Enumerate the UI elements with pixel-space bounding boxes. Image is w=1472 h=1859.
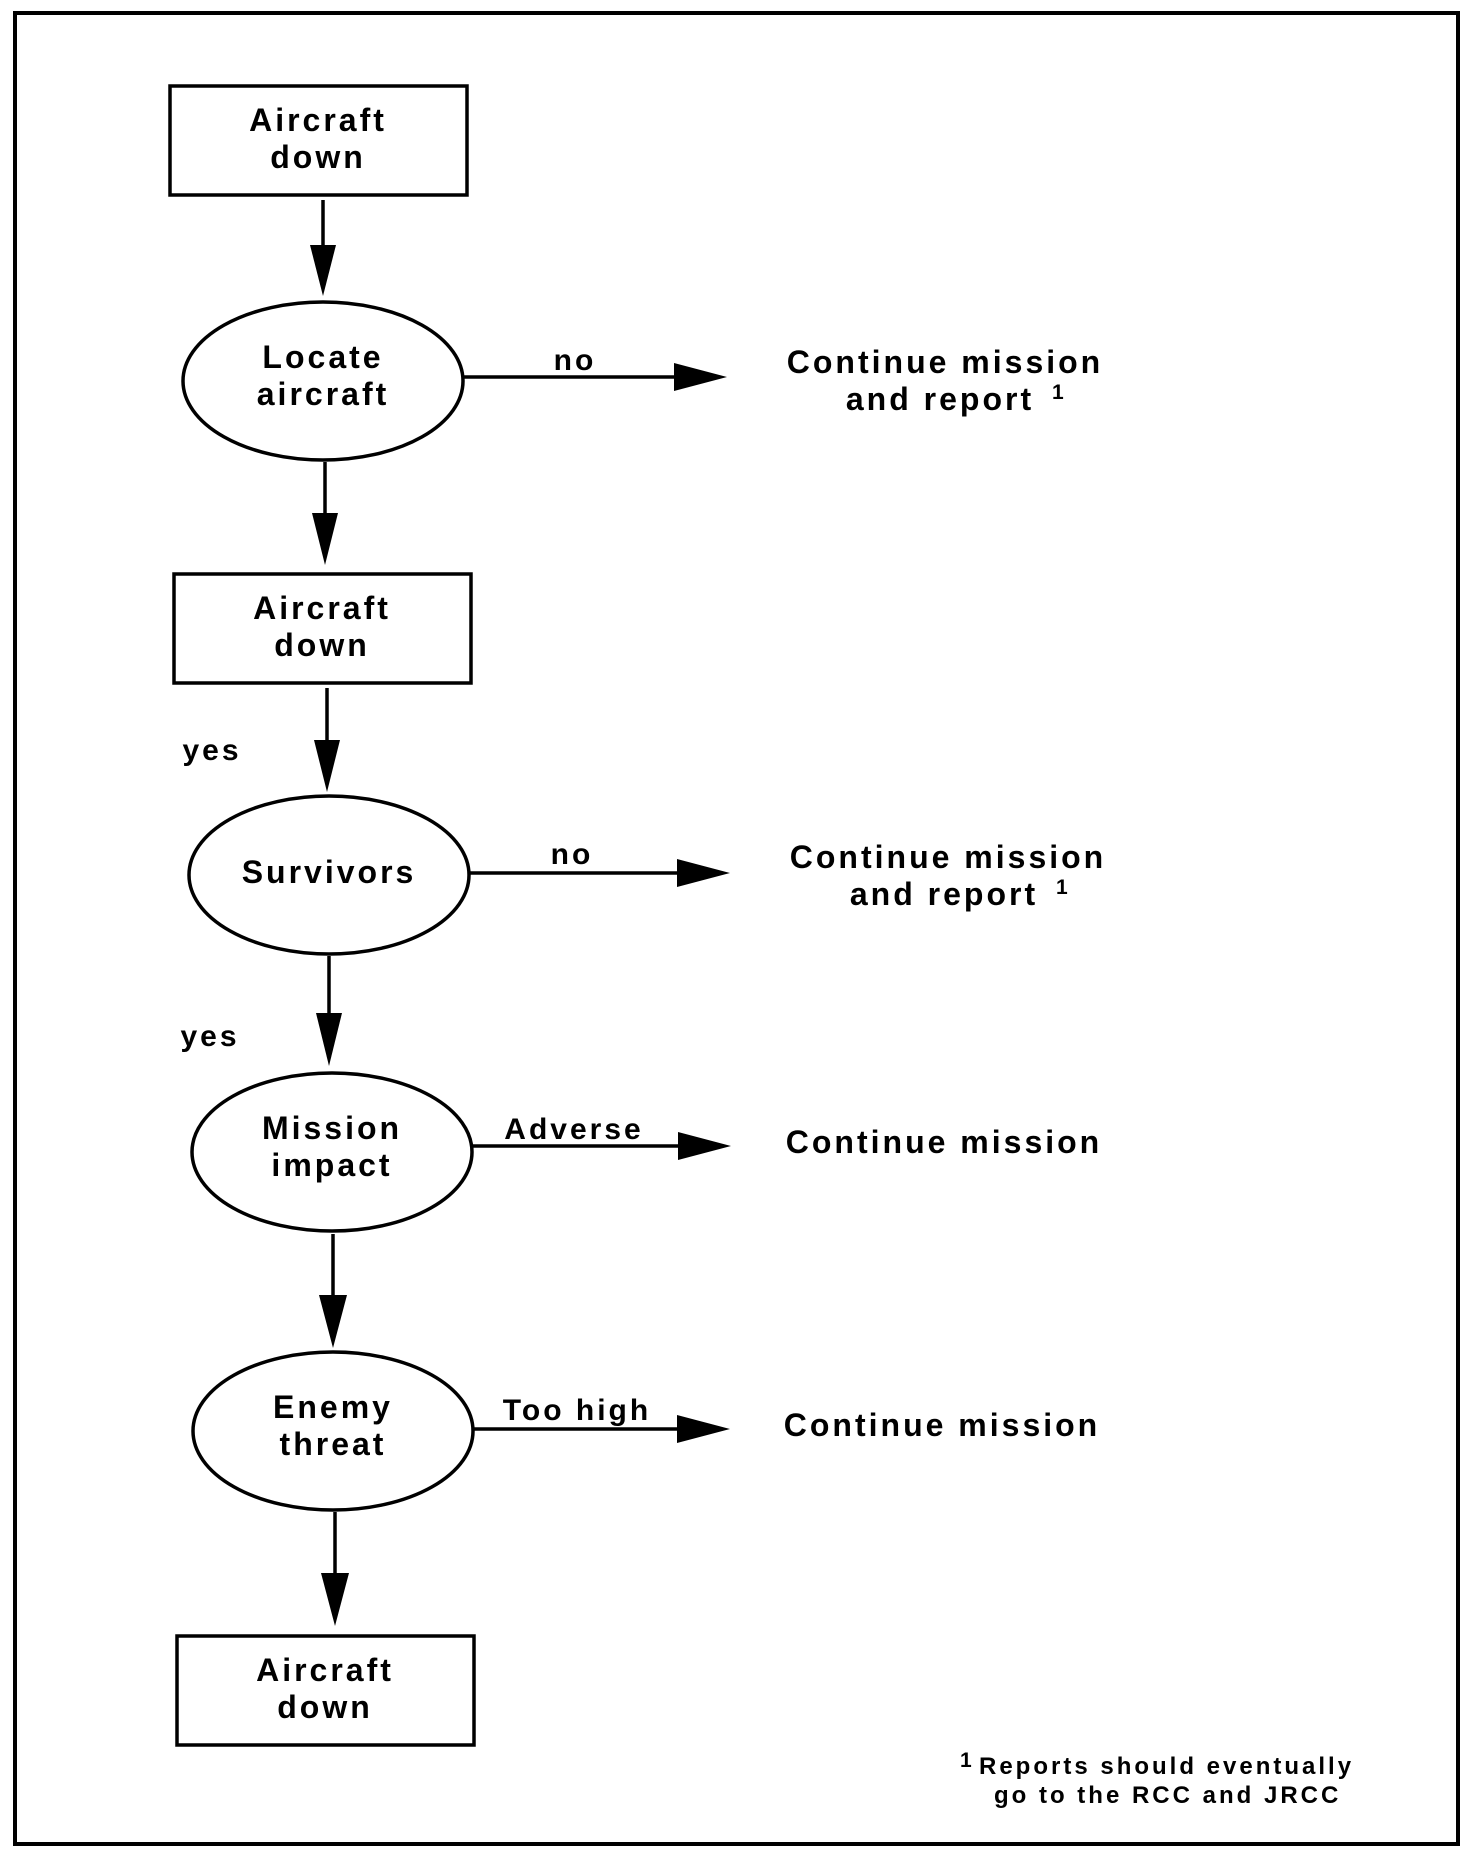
outcome-continue-mission-1: Continue mission xyxy=(786,1124,1102,1160)
footnote-line2: go to the RCC and JRCC xyxy=(994,1782,1341,1809)
outcome-2-line2: and report xyxy=(850,876,1038,912)
outcome-1-line1: Continue mission xyxy=(787,344,1103,380)
survivors-label: Survivors xyxy=(242,854,417,890)
aircraft-down-3-line2: down xyxy=(277,1689,373,1725)
arrow-down-2 xyxy=(312,462,338,565)
footnote: 1 Reports should eventually go to the RC… xyxy=(960,1749,1354,1809)
edge-label-yes-1: yes xyxy=(182,734,241,767)
aircraft-down-box-1: Aircraft down xyxy=(168,84,469,197)
enemy-threat-line2: threat xyxy=(280,1426,387,1462)
locate-aircraft-line1: Locate xyxy=(262,339,383,375)
mission-impact-line2: impact xyxy=(271,1147,392,1183)
outer-frame xyxy=(13,11,1460,1846)
outcome-continue-mission-2: Continue mission xyxy=(784,1407,1100,1443)
edge-label-locate-no: no xyxy=(554,344,597,377)
mission-impact-line1: Mission xyxy=(262,1110,402,1146)
aircraft-down-box-3: Aircraft down xyxy=(175,1634,476,1747)
outcome-continue-report-1: Continue mission and report 1 xyxy=(787,344,1103,417)
aircraft-down-1-line2: down xyxy=(270,139,366,175)
arrow-down-6 xyxy=(321,1512,349,1626)
aircraft-down-1-line1: Aircraft xyxy=(249,102,387,138)
edge-label-survivors-no: no xyxy=(551,838,594,871)
aircraft-down-2-line1: Aircraft xyxy=(253,590,391,626)
outcome-1-line2: and report xyxy=(846,381,1034,417)
outcome-continue-report-2: Continue mission and report 1 xyxy=(790,839,1106,912)
arrow-down-3 xyxy=(314,688,340,792)
arrow-down-5 xyxy=(319,1234,347,1348)
enemy-threat-line1: Enemy xyxy=(273,1389,393,1425)
arrow-locate-no xyxy=(464,363,727,391)
arrow-threat-too-high xyxy=(474,1415,730,1443)
outcome-2-line1: Continue mission xyxy=(790,839,1106,875)
arrow-survivors-no xyxy=(470,859,730,887)
edge-label-adverse: Adverse xyxy=(504,1113,643,1146)
locate-aircraft-line2: aircraft xyxy=(257,376,390,412)
mission-impact-decision: Mission impact xyxy=(190,1071,474,1233)
aircraft-down-3-line1: Aircraft xyxy=(256,1652,394,1688)
enemy-threat-decision: Enemy threat xyxy=(191,1350,475,1512)
survivors-decision: Survivors xyxy=(187,794,471,956)
arrow-mission-adverse xyxy=(472,1132,731,1160)
edge-label-yes-2: yes xyxy=(180,1020,239,1053)
footnote-line1: Reports should eventually xyxy=(979,1753,1354,1780)
outcome-2-footnote-marker: 1 xyxy=(1056,876,1071,899)
outcome-1-footnote-marker: 1 xyxy=(1052,381,1067,404)
edge-label-too-high: Too high xyxy=(503,1394,651,1427)
aircraft-down-box-2: Aircraft down xyxy=(172,572,473,685)
arrow-down-4 xyxy=(316,956,342,1066)
aircraft-down-2-line2: down xyxy=(274,627,370,663)
footnote-marker: 1 xyxy=(960,1749,975,1772)
arrow-down-1 xyxy=(310,200,336,296)
locate-aircraft-decision: Locate aircraft xyxy=(181,300,465,462)
